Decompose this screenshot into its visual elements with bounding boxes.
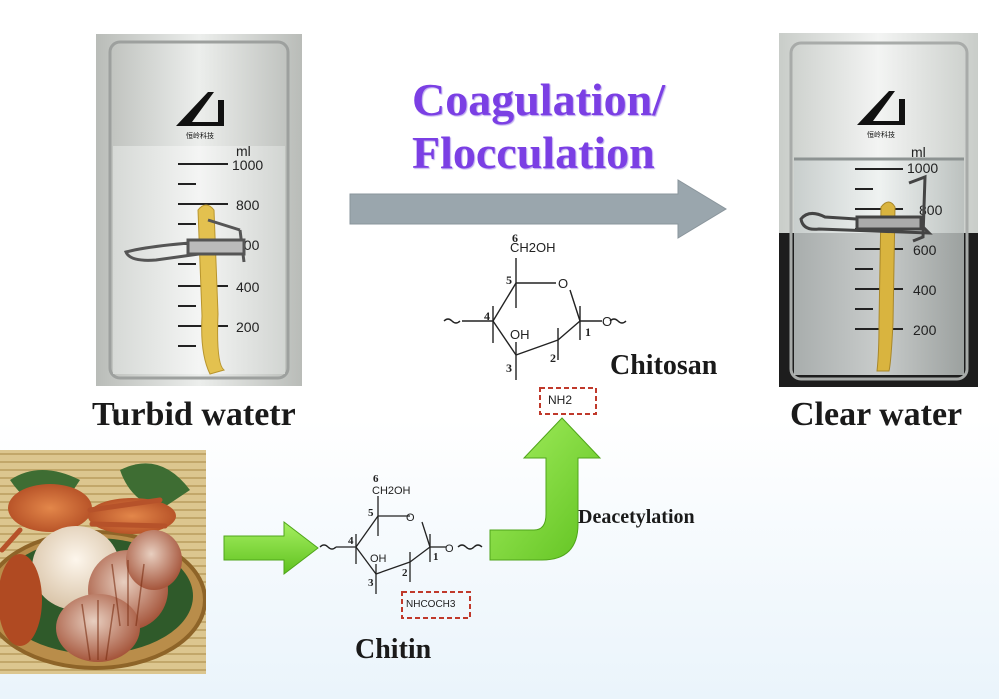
turbid-water-label: Turbid watetr	[92, 396, 296, 433]
svg-text:6: 6	[373, 473, 379, 485]
svg-text:O: O	[445, 543, 454, 555]
svg-text:6: 6	[512, 231, 518, 245]
svg-text:ml: ml	[236, 143, 251, 159]
svg-text:4: 4	[348, 535, 354, 547]
green-arrow-to-chitin	[223, 520, 319, 576]
gray-process-arrow	[349, 179, 727, 239]
svg-text:1000: 1000	[907, 160, 938, 176]
svg-text:200: 200	[236, 319, 260, 335]
svg-text:600: 600	[913, 242, 937, 258]
svg-text:2: 2	[550, 351, 556, 365]
svg-text:3: 3	[506, 361, 512, 375]
svg-text:400: 400	[913, 282, 937, 298]
svg-text:4: 4	[484, 309, 490, 323]
svg-text:3: 3	[368, 577, 374, 589]
clear-water-photo: 恒岭科技 ml 1000 800 600 400 200	[779, 33, 978, 387]
svg-text:O: O	[558, 276, 568, 291]
process-title: Coagulation/ Flocculation	[412, 74, 665, 180]
svg-text:200: 200	[913, 322, 937, 338]
svg-text:5: 5	[368, 507, 374, 519]
svg-text:NH2: NH2	[548, 393, 572, 407]
svg-text:O: O	[406, 512, 415, 524]
svg-text:恒岭科技: 恒岭科技	[186, 131, 214, 140]
deacetylation-label: Deacetylation	[578, 506, 695, 528]
svg-text:OH: OH	[370, 553, 387, 565]
svg-text:NHCOCH3: NHCOCH3	[406, 599, 456, 610]
svg-text:CH2OH: CH2OH	[510, 240, 556, 255]
clear-water-label: Clear water	[790, 396, 963, 433]
svg-text:800: 800	[236, 197, 260, 213]
chitosan-structure: CH2OH O O OH NH2 6 5 4 1 2 3	[443, 231, 627, 415]
svg-text:400: 400	[236, 279, 260, 295]
green-deacetylation-arrow	[489, 417, 602, 561]
beaker-logo-icon: 恒岭科技	[176, 92, 224, 140]
svg-text:OH: OH	[510, 327, 530, 342]
chitin-label: Chitin	[355, 634, 432, 665]
beaker-logo-icon: 恒岭科技	[857, 91, 905, 139]
svg-text:ml: ml	[911, 144, 926, 160]
svg-text:1000: 1000	[232, 157, 263, 173]
svg-text:O: O	[602, 314, 612, 329]
title-line-1: Coagulation/	[412, 74, 666, 125]
svg-text:2: 2	[402, 567, 408, 579]
svg-text:1: 1	[585, 325, 591, 339]
chitosan-label: Chitosan	[610, 350, 718, 381]
svg-text:1: 1	[433, 551, 439, 563]
svg-text:5: 5	[506, 273, 512, 287]
title-line-2: Flocculation	[412, 126, 655, 178]
svg-text:CH2OH: CH2OH	[372, 485, 411, 497]
seafood-photo	[0, 450, 206, 674]
turbid-water-photo: 恒岭科技 ml 1000 800 600 400 200	[96, 34, 302, 386]
chitin-structure: CH2OH O O OH NHCOCH3 6 5 4 1 2 3	[319, 473, 483, 619]
svg-text:恒岭科技: 恒岭科技	[867, 130, 895, 139]
